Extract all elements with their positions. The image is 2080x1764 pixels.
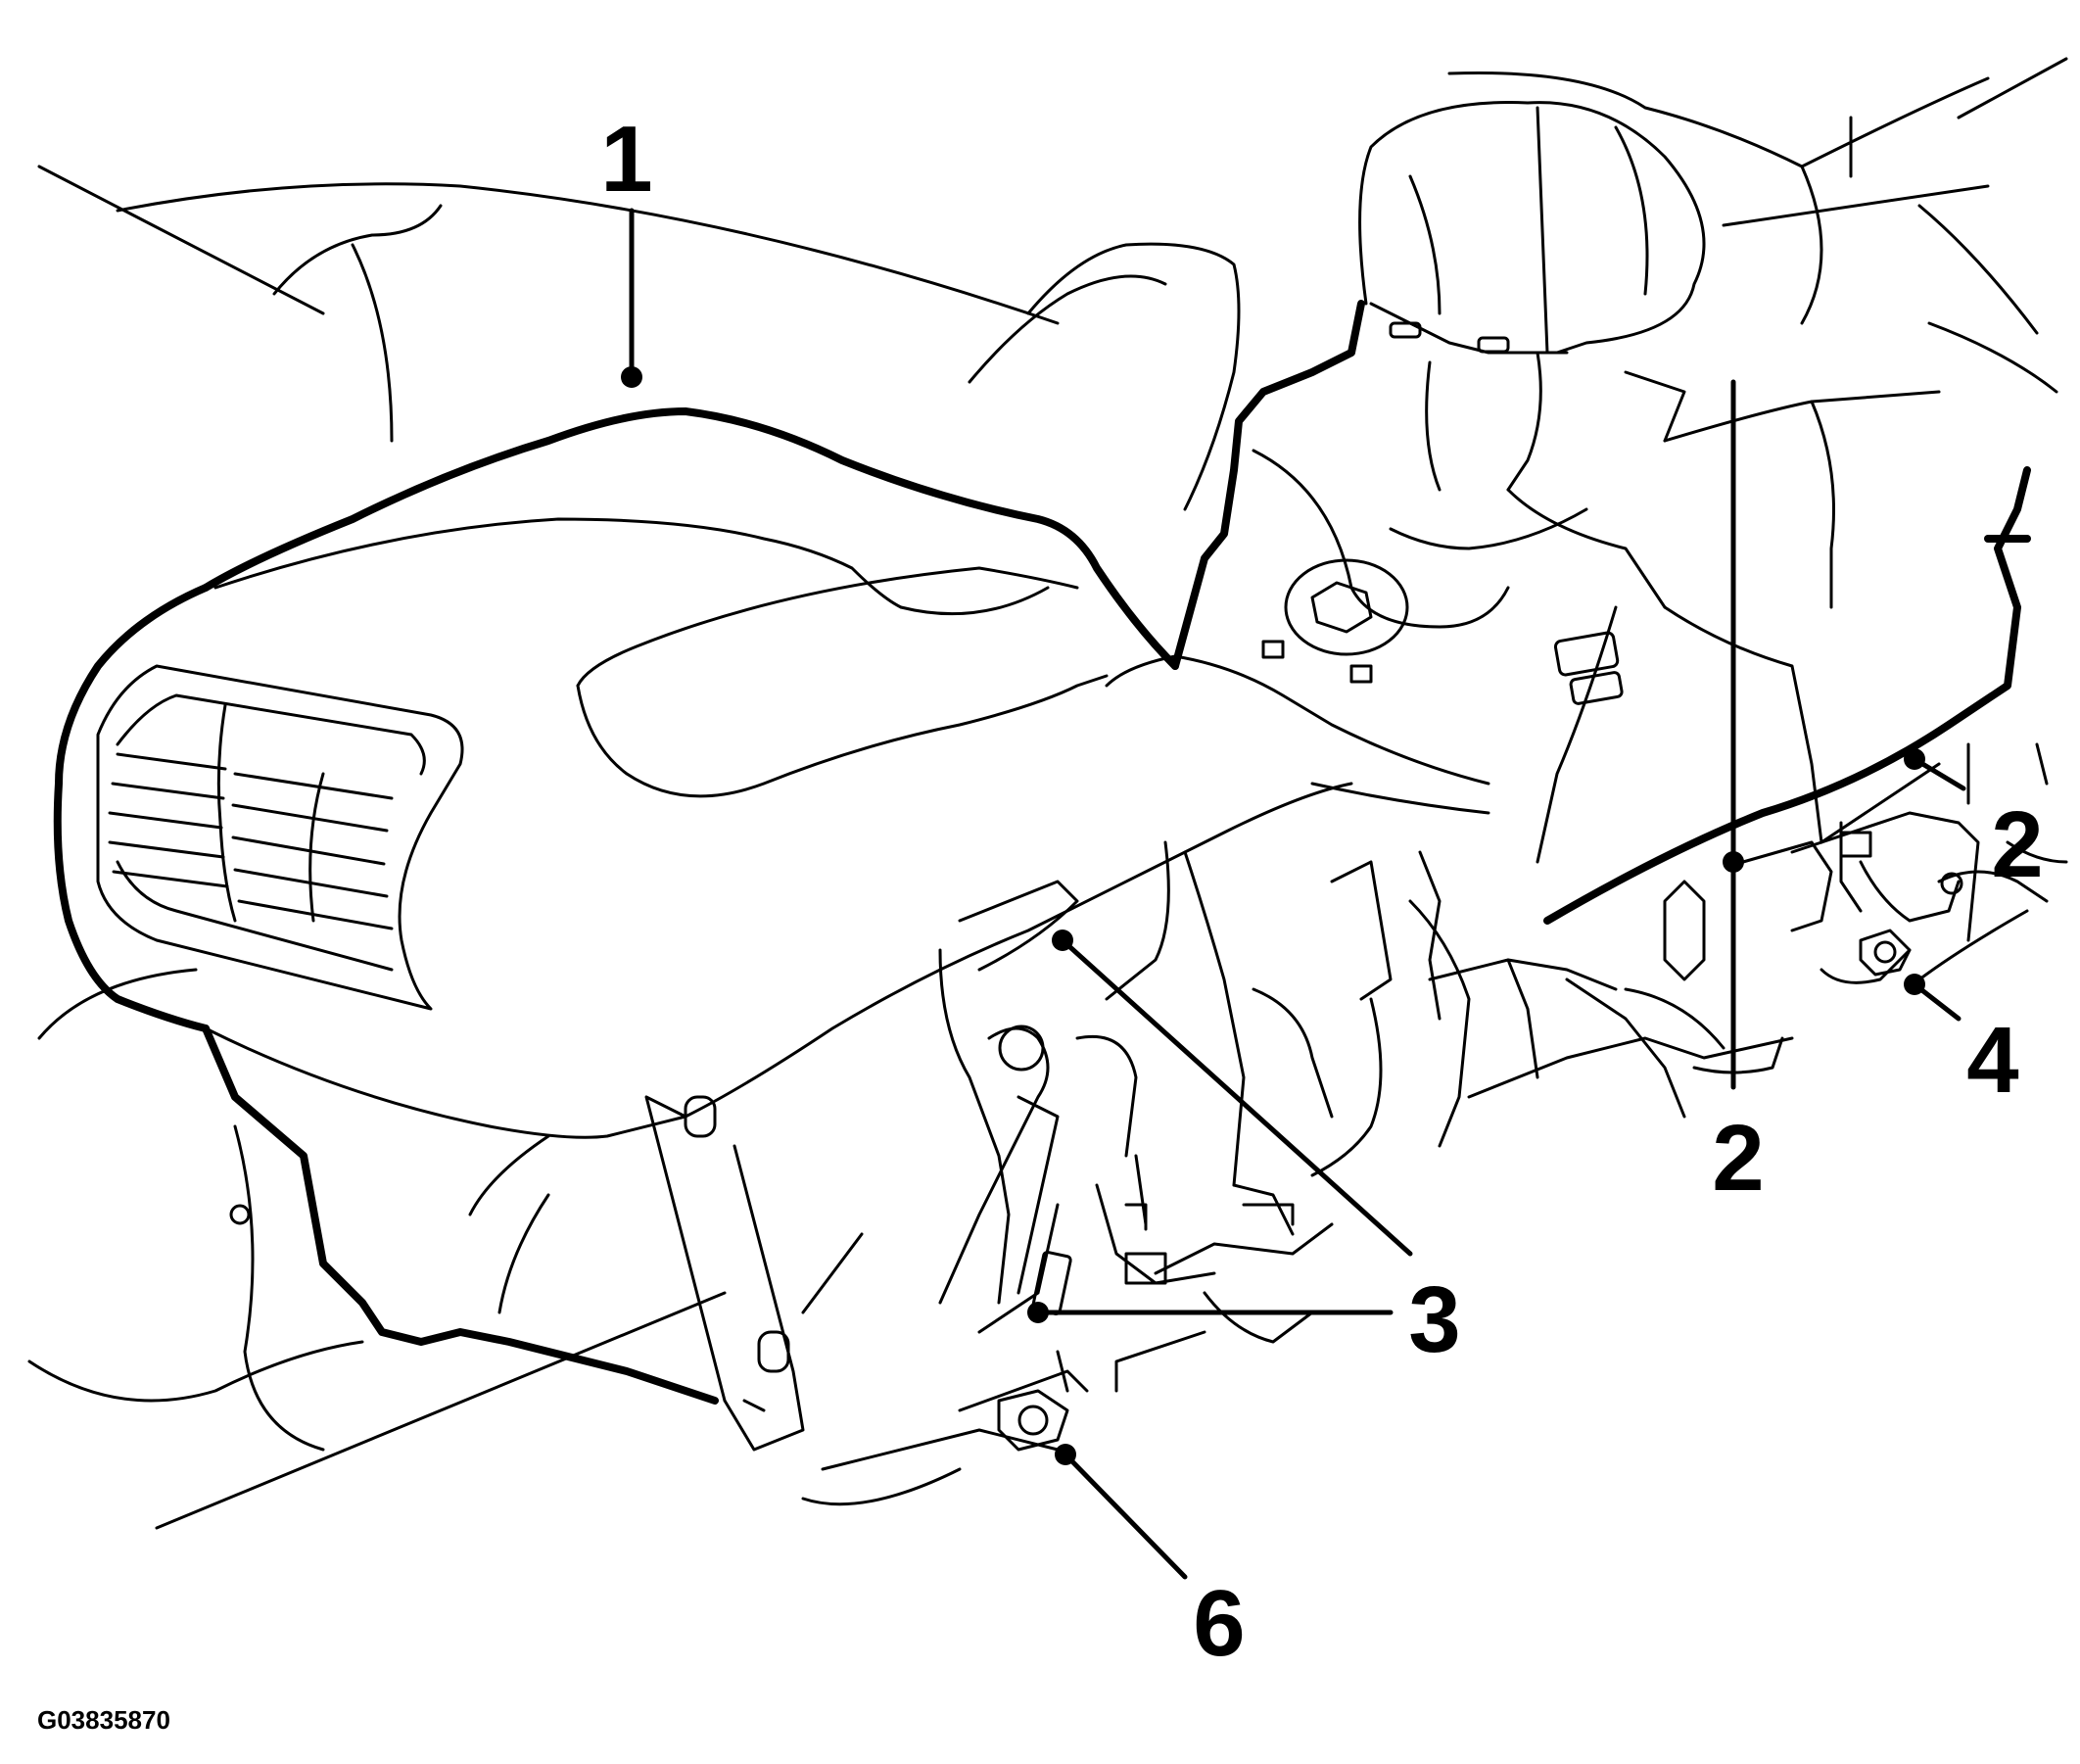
- callout-1-label: 1: [600, 107, 652, 212]
- callout-3-upper-dot: [1052, 930, 1073, 951]
- console-bracket-mechanism: [801, 840, 1393, 1506]
- armrest-pad-outline: [213, 242, 1490, 815]
- callout-1-dot: [621, 366, 642, 388]
- rear-air-vent: [96, 664, 464, 1011]
- center-tray-outline: [1252, 370, 1686, 684]
- figure-id: G03835870: [37, 1705, 170, 1735]
- callout-3-label: 3: [1408, 1267, 1460, 1372]
- callout-2-upper-label: 2: [1991, 792, 2043, 897]
- callout-6-label: 6: [1193, 1571, 1245, 1676]
- callout-3-lower-dot: [1027, 1302, 1049, 1323]
- seat-left-outline: [27, 165, 1060, 1530]
- callout-2-upper-dot: [1904, 748, 1925, 770]
- callout-4-dot: [1904, 974, 1925, 995]
- rear-console-assembly: [53, 300, 2031, 1405]
- callout-6-dot: [1055, 1444, 1076, 1465]
- callout-dots: [621, 366, 1925, 1465]
- rear-console-side-outline: [1536, 390, 1941, 864]
- callout-2-lower-dot: [1723, 851, 1744, 873]
- console-bracket-right: [1408, 742, 2068, 1148]
- shift-lever-outline: [1358, 101, 1706, 492]
- callout-labels: 1 2 2 3 4 6: [600, 107, 2043, 1676]
- seat-right-outline: [1447, 57, 2068, 394]
- callout-2-lower-label: 2: [1712, 1106, 1764, 1211]
- console-lower-body: [204, 782, 1353, 1452]
- callout-4-label: 4: [1966, 1008, 2018, 1113]
- leader-lines: [629, 208, 1966, 1580]
